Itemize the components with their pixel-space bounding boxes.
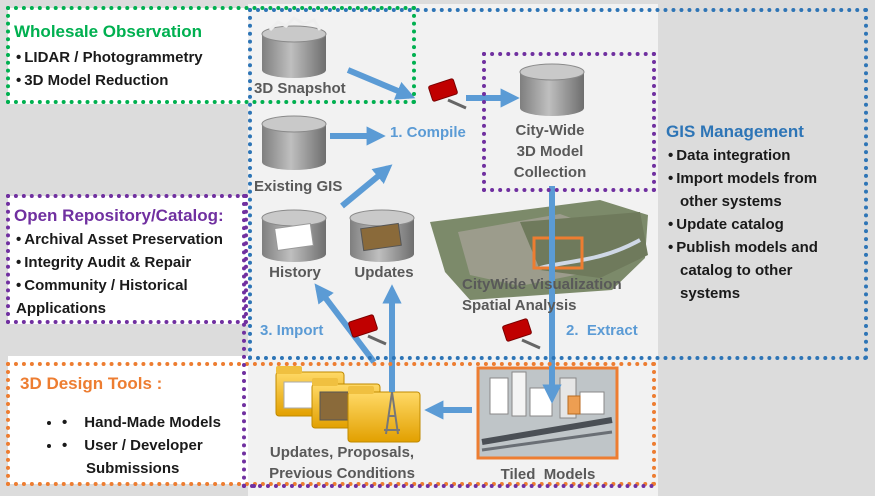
toolbox-icon-import xyxy=(348,314,387,346)
cylinder-citywide-collection xyxy=(519,63,585,116)
cylinder-3d-snapshot xyxy=(261,16,327,78)
history-label: History xyxy=(269,264,321,281)
repository-bottom xyxy=(242,484,654,488)
wholesale-item: LIDAR / Photogrammetry xyxy=(16,46,202,69)
cylinder-history xyxy=(261,209,327,262)
design-tools-item-text: User / Developer Submissions xyxy=(84,437,203,477)
toolbox-icon-extract xyxy=(502,318,541,350)
city-map-image xyxy=(430,200,648,300)
gis-management-item: Import models from other systems xyxy=(668,167,856,213)
repository-item: Community / Historical Applications xyxy=(16,274,206,320)
toolbox-icon-compile xyxy=(428,78,467,110)
repository-item-text: Community / Historical Applications xyxy=(16,277,188,317)
existing-gis-label: Existing GIS xyxy=(254,178,343,195)
wholesale-list: LIDAR / Photogrammetry 3D Model Reductio… xyxy=(16,46,203,92)
updates-label: Updates xyxy=(354,264,414,281)
repository-list: Archival Asset Preservation Integrity Au… xyxy=(16,228,223,320)
repository-item: Archival Asset Preservation xyxy=(16,228,223,251)
gis-management-list: Data integration Import models from othe… xyxy=(668,144,856,305)
cylinder-existing-gis xyxy=(261,115,327,170)
visualization-label: CityWide Visualization Spatial Analysis xyxy=(462,276,622,314)
folders-label: Updates, Proposals, Previous Conditions xyxy=(269,444,415,482)
repository-title: Open Repository/Catalog: xyxy=(14,206,224,225)
arrow-repo-to-compile xyxy=(340,164,393,209)
collection-region xyxy=(482,52,656,192)
citywide-collection-label: City-Wide 3D Model Collection xyxy=(513,122,587,181)
wholesale-item: 3D Model Reduction xyxy=(16,69,203,92)
gis-management-item-text: Publish models and catalog to other syst… xyxy=(676,239,818,302)
repository-item: Integrity Audit & Repair xyxy=(16,251,223,274)
snapshot-label: 3D Snapshot xyxy=(254,80,346,97)
map-selection-box xyxy=(532,236,584,270)
gis-management-title: GIS Management xyxy=(666,122,804,141)
arrow-import-to-history xyxy=(314,283,377,364)
wholesale-title: Wholesale Observation xyxy=(14,22,202,41)
tiled-models-label: Tiled Models xyxy=(500,466,596,483)
gis-management-item: Data integration xyxy=(668,144,856,167)
repository-region xyxy=(6,194,248,324)
design-tools-list: Hand-Made Models User / Developer Submis… xyxy=(22,411,266,480)
cylinder-updates xyxy=(349,209,415,262)
arrow-snapshot-to-tools xyxy=(346,67,416,100)
wholesale-region xyxy=(6,6,416,104)
step-extract-label: 2. Extract xyxy=(566,322,638,339)
design-tools-item: User / Developer Submissions xyxy=(62,434,266,480)
gis-management-item: Publish models and catalog to other syst… xyxy=(668,236,856,305)
step-import-label: 3. Import xyxy=(260,322,324,339)
design-tools-item: Hand-Made Models xyxy=(62,411,266,434)
gis-management-item: Update catalog xyxy=(668,213,856,236)
gis-management-item-text: Import models from other systems xyxy=(676,170,818,210)
design-tools-title: 3D Design Tools : xyxy=(20,374,163,393)
gis-management-region xyxy=(248,8,868,360)
step-compile-label: 1. Compile xyxy=(390,124,466,141)
folders-icon xyxy=(275,366,421,443)
